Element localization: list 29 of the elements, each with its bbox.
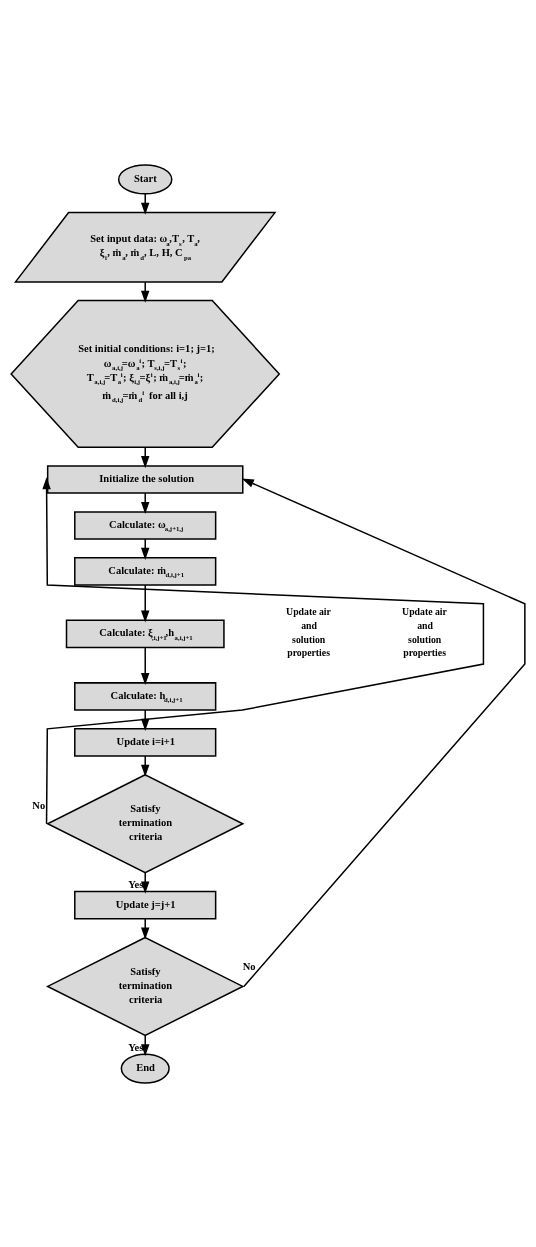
arrow bbox=[141, 917, 150, 940]
node-box: Calculate: ξ$_{,i,j+1}$,h$_{a,i,j+1}$ bbox=[65, 619, 225, 648]
node-box: Calculate: ω$_{a,j+1,j}$ bbox=[74, 510, 217, 540]
edge-label: No bbox=[242, 960, 256, 972]
arrow bbox=[141, 646, 150, 685]
node-diamond: Satisfy termination criteria bbox=[46, 773, 245, 874]
node-box: Calculate: ṁ$_{d,i,j+1}$ bbox=[74, 556, 217, 586]
arrow bbox=[141, 871, 150, 894]
arrow bbox=[141, 491, 150, 514]
arrow bbox=[141, 192, 150, 215]
arrow bbox=[141, 1034, 150, 1056]
arrow bbox=[42, 476, 485, 824]
arrow bbox=[141, 754, 150, 777]
label: Update air and solution properties bbox=[402, 605, 447, 658]
node-ellipse: End bbox=[120, 1052, 170, 1084]
arrow bbox=[141, 537, 150, 560]
node-ellipse: Start bbox=[117, 163, 173, 195]
arrow bbox=[141, 280, 150, 303]
label: Update air and solution properties bbox=[286, 605, 331, 658]
node-box: Initialize the solution bbox=[46, 464, 244, 494]
edge-label: Yes bbox=[128, 1041, 144, 1053]
node-box: Update i=i+1 bbox=[74, 727, 217, 757]
node-box: Update j=j+1 bbox=[74, 890, 217, 919]
node-box: Calculate: h$_{d,i,j+1}$ bbox=[74, 681, 217, 711]
arrow bbox=[141, 583, 150, 623]
arrow bbox=[241, 478, 526, 987]
arrow bbox=[141, 446, 150, 468]
edge-label: No bbox=[32, 799, 46, 811]
edge-label: Yes bbox=[128, 878, 144, 890]
